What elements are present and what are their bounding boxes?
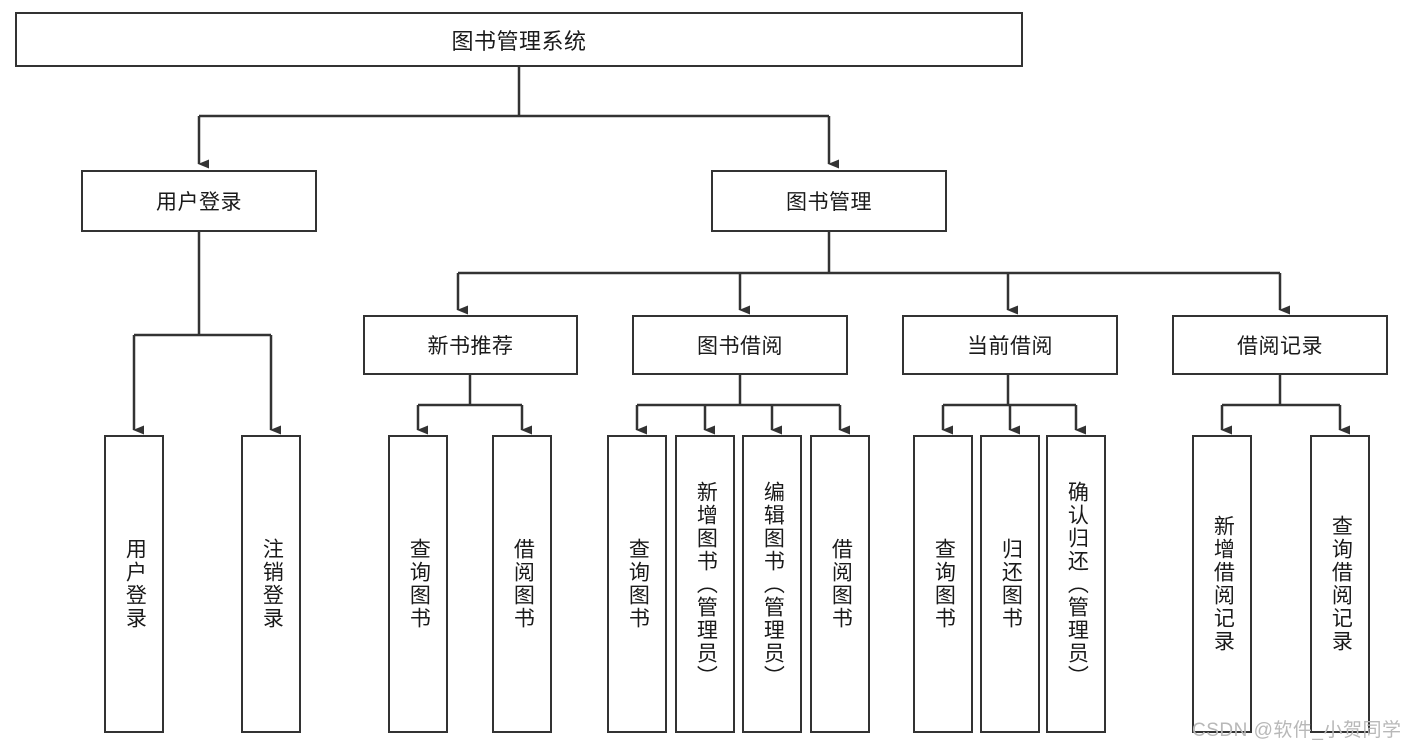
node-user-login[interactable]: 用户登录 [81, 170, 317, 232]
leaf-book-borrow-1[interactable]: 新增图书（管理员） [675, 435, 735, 733]
node-book-borrow-label: 图书借阅 [697, 335, 783, 358]
leaf-borrow-record-0-label: 新增借阅记录 [1211, 515, 1235, 653]
node-borrow-record-label: 借阅记录 [1237, 335, 1323, 358]
node-user-login-label: 用户登录 [156, 191, 242, 214]
leaf-current-borrow-1-label: 归还图书 [999, 538, 1023, 630]
node-borrow-record[interactable]: 借阅记录 [1172, 315, 1388, 375]
leaf-borrow-record-0[interactable]: 新增借阅记录 [1192, 435, 1252, 733]
node-root-label: 图书管理系统 [451, 28, 587, 54]
leaf-borrow-record-1-label: 查询借阅记录 [1329, 515, 1353, 653]
leaf-user-login-0-label: 用户登录 [123, 538, 147, 630]
leaf-new-book-recommend-0[interactable]: 查询图书 [388, 435, 448, 733]
node-new-book-recommend[interactable]: 新书推荐 [363, 315, 578, 375]
leaf-current-borrow-2[interactable]: 确认归还（管理员） [1046, 435, 1106, 733]
leaf-book-borrow-0-label: 查询图书 [626, 538, 650, 630]
leaf-new-book-recommend-1-label: 借阅图书 [511, 538, 535, 630]
leaf-book-borrow-3[interactable]: 借阅图书 [810, 435, 870, 733]
leaf-user-login-0[interactable]: 用户登录 [104, 435, 164, 733]
leaf-book-borrow-2-label: 编辑图书（管理员） [761, 480, 785, 688]
leaf-book-borrow-2[interactable]: 编辑图书（管理员） [742, 435, 802, 733]
leaf-borrow-record-1[interactable]: 查询借阅记录 [1310, 435, 1370, 733]
leaf-user-login-1[interactable]: 注销登录 [241, 435, 301, 733]
node-book-borrow[interactable]: 图书借阅 [632, 315, 848, 375]
node-book-manage[interactable]: 图书管理 [711, 170, 947, 232]
leaf-new-book-recommend-0-label: 查询图书 [407, 538, 431, 630]
leaf-current-borrow-0[interactable]: 查询图书 [913, 435, 973, 733]
leaf-new-book-recommend-1[interactable]: 借阅图书 [492, 435, 552, 733]
node-current-borrow-label: 当前借阅 [967, 335, 1053, 358]
leaf-current-borrow-1[interactable]: 归还图书 [980, 435, 1040, 733]
leaf-user-login-1-label: 注销登录 [260, 538, 284, 630]
csdn-watermark: CSDN @软件_小贺同学 [1192, 720, 1402, 741]
node-current-borrow[interactable]: 当前借阅 [902, 315, 1118, 375]
node-book-manage-label: 图书管理 [786, 191, 872, 214]
leaf-current-borrow-2-label: 确认归还（管理员） [1065, 480, 1089, 688]
leaf-book-borrow-1-label: 新增图书（管理员） [694, 480, 718, 688]
leaf-current-borrow-0-label: 查询图书 [932, 538, 956, 630]
leaf-book-borrow-3-label: 借阅图书 [829, 538, 853, 630]
leaf-book-borrow-0[interactable]: 查询图书 [607, 435, 667, 733]
node-root[interactable]: 图书管理系统 [15, 12, 1023, 67]
node-new-book-recommend-label: 新书推荐 [427, 335, 514, 358]
